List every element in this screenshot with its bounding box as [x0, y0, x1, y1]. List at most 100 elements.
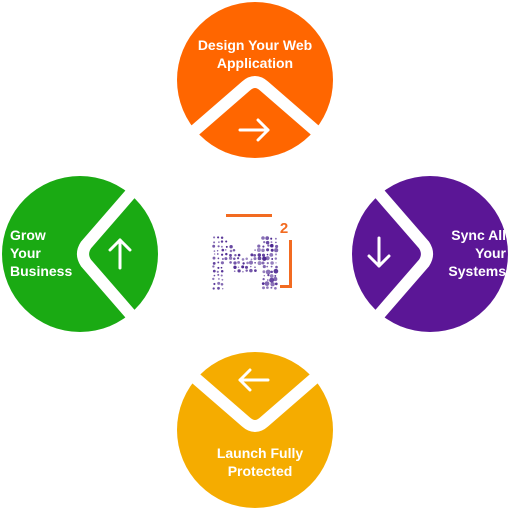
logo-dot	[265, 269, 271, 275]
logo-dot	[270, 270, 273, 274]
logo-dot	[213, 274, 216, 277]
logo-dot	[245, 269, 248, 272]
logo-dot	[212, 244, 216, 248]
logo-dot	[225, 252, 228, 256]
logo-dot	[254, 249, 256, 251]
logo-dot	[216, 270, 219, 273]
logo-dot	[216, 253, 219, 255]
step-launch-label: Launch Fully Protected	[185, 444, 335, 480]
grow-chevron-notch	[77, 188, 137, 320]
logo-dot	[273, 268, 279, 274]
m-squared-logo-icon: 2	[212, 214, 292, 290]
logo-dot	[242, 270, 244, 273]
logo-dot	[261, 261, 265, 265]
logo-dot	[249, 268, 253, 273]
logo-dot	[213, 241, 216, 244]
logo-dot	[212, 256, 216, 260]
logo-dot	[270, 243, 274, 248]
logo-dot	[275, 241, 277, 244]
logo-dot	[262, 256, 267, 261]
logo-dot	[237, 257, 240, 260]
logo-dot	[217, 286, 220, 290]
grow-line3: Business	[10, 263, 73, 279]
logo-dot	[225, 245, 228, 248]
logo-dot	[229, 249, 233, 253]
logo-dot	[221, 278, 224, 281]
logo-dot	[221, 287, 224, 290]
logo-dot	[262, 265, 266, 269]
launch-chevron-notch	[189, 371, 321, 432]
logo-dot	[270, 261, 274, 265]
logo-dot	[257, 261, 262, 266]
arrow-down-icon	[367, 236, 391, 268]
logo-superscript: 2	[280, 220, 288, 237]
logo-dot	[217, 277, 220, 280]
logo-dot	[217, 236, 220, 239]
logo-dot	[213, 236, 216, 239]
logo-dot	[254, 262, 256, 264]
logo-dot	[270, 265, 273, 268]
logo-dot	[269, 277, 275, 283]
logo-dot	[217, 273, 220, 276]
logo-top-bar	[226, 214, 272, 217]
logo-dot	[257, 256, 262, 261]
logo-dot	[267, 244, 270, 247]
logo-dot	[217, 261, 220, 264]
logo-dot	[242, 262, 245, 265]
grow-line2: Your	[10, 245, 41, 261]
logo-dot	[212, 287, 215, 290]
logo-dot	[218, 241, 220, 243]
logo-bottom-stub	[280, 285, 292, 288]
logo-dot	[265, 256, 270, 261]
arrow-up-icon	[108, 238, 132, 270]
logo-dot	[224, 249, 227, 251]
logo-dot	[262, 270, 266, 274]
logo-dot	[274, 274, 277, 277]
logo-right-bar	[289, 240, 292, 288]
logo-dot	[263, 274, 266, 277]
logo-dot	[234, 253, 237, 257]
logo-dot	[250, 265, 252, 268]
logo-dot	[237, 269, 241, 273]
logo-dot	[229, 245, 233, 249]
logo-dot	[246, 261, 249, 265]
sync-line1: Sync All	[451, 227, 506, 243]
logo-dot	[269, 274, 274, 278]
logo-dot	[270, 281, 275, 287]
logo-dot	[217, 281, 221, 285]
logo-dot	[257, 253, 262, 257]
logo-dot	[217, 266, 220, 269]
logo-dot	[266, 248, 270, 252]
logo-dot	[270, 237, 273, 240]
arrow-right-icon	[238, 118, 270, 142]
logo-dot	[261, 282, 265, 285]
logo-dot-m	[212, 236, 279, 290]
logo-dot	[273, 277, 278, 282]
grow-line1: Grow	[10, 227, 46, 243]
logo-dot	[220, 245, 223, 248]
logo-dot	[233, 265, 237, 269]
logo-dot	[270, 286, 273, 289]
logo-dot	[261, 248, 265, 253]
logo-dot	[221, 253, 224, 256]
step-grow	[2, 176, 158, 332]
logo-dot	[267, 279, 269, 281]
logo-dot	[263, 241, 266, 244]
logo-dot	[212, 277, 215, 281]
logo-dot	[275, 262, 277, 264]
logo-dot	[241, 258, 245, 261]
logo-dot	[212, 265, 215, 268]
logo-dot	[261, 236, 265, 240]
logo-dot	[262, 245, 265, 248]
logo-dot	[225, 240, 228, 243]
sync-chevron-notch	[373, 188, 433, 320]
logo-dot	[261, 253, 266, 257]
logo-dot	[250, 258, 253, 261]
logo-dot	[220, 282, 224, 286]
logo-dot	[229, 253, 232, 257]
step-sync-label: Sync All Your Systems	[416, 226, 506, 280]
logo-dot	[254, 269, 257, 272]
logo-dot	[256, 248, 261, 252]
design-chevron-notch	[189, 76, 321, 137]
